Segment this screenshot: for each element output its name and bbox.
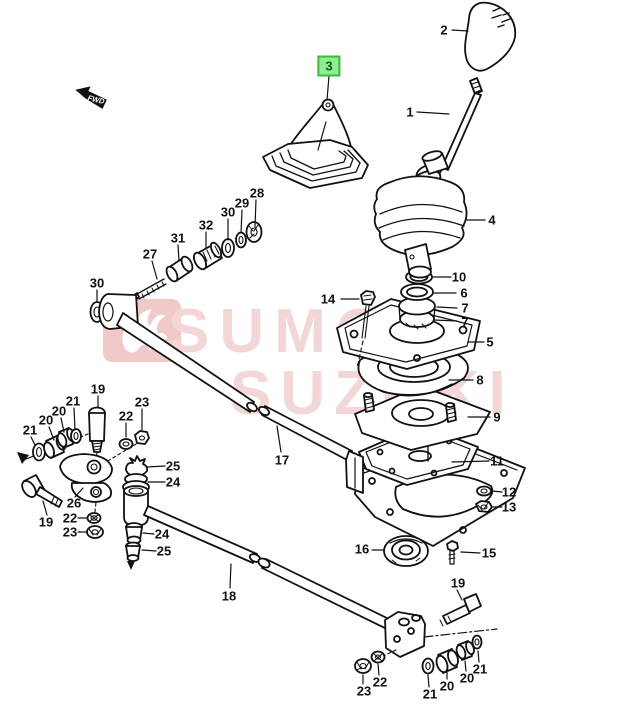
part-upper-boot [262, 98, 369, 189]
leader-lines [30, 29, 503, 688]
part-clevis-cluster [354, 593, 498, 675]
part-lever-mount [354, 385, 491, 451]
part-retainer-plate [336, 298, 481, 370]
part-bellcrank-cluster [17, 406, 150, 539]
part-washer-12 [476, 485, 492, 497]
part-nut-14 [356, 290, 376, 369]
part-shift-knob [464, 1, 517, 72]
part-nut-13 [475, 500, 493, 513]
part-pivot-chain [132, 221, 263, 301]
part-grommet-16 [383, 535, 429, 567]
fwd-arrow-icon: FWD [75, 86, 107, 109]
svg-text:FWD: FWD [87, 93, 106, 106]
part-lower-rod [143, 505, 394, 631]
part-bolt-15 [446, 540, 459, 565]
part-tierod-end [122, 455, 150, 570]
part-lower-boot [373, 150, 468, 279]
part-control-rod [116, 312, 364, 494]
part-ring-and-bellows [398, 269, 436, 330]
